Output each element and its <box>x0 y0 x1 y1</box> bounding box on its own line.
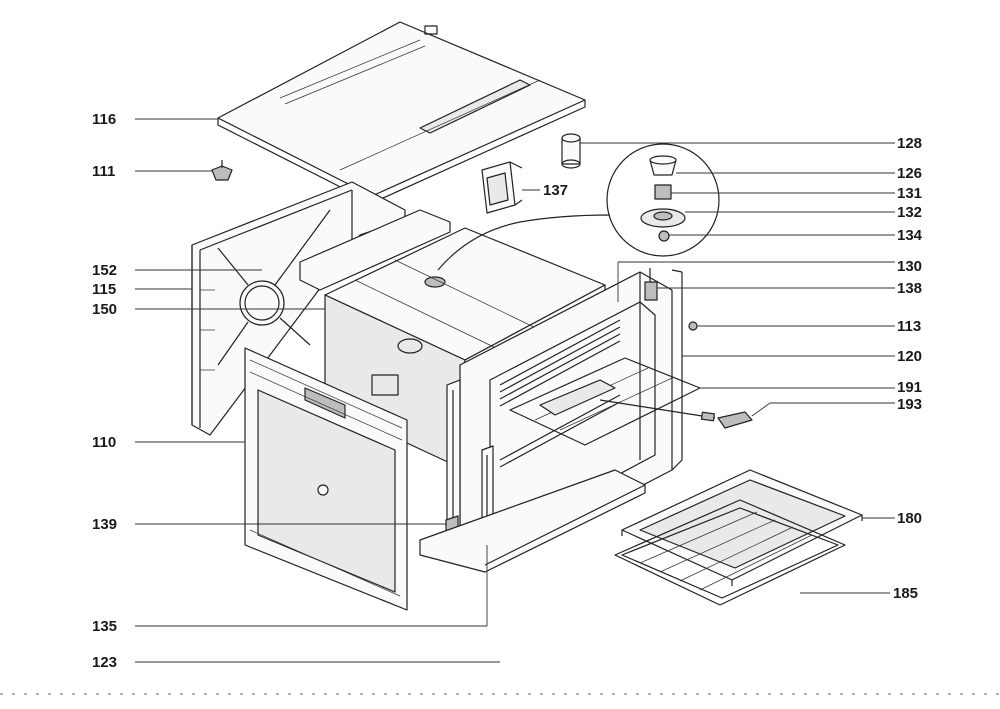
screw <box>688 321 698 331</box>
left-side-rail <box>445 379 461 546</box>
side-rail-rod <box>599 399 753 429</box>
label-110: 110 <box>92 434 116 451</box>
bottom-floor <box>419 469 646 573</box>
label-150: 150 <box>92 301 117 318</box>
label-137: 137 <box>543 182 568 199</box>
label-139: 139 <box>92 516 117 533</box>
lamp-assembly-detail <box>437 143 720 271</box>
label-152: 152 <box>92 262 117 279</box>
label-123: 123 <box>92 654 117 671</box>
label-185: 185 <box>893 585 918 602</box>
label-134: 134 <box>897 227 923 244</box>
leader-lines <box>135 118 895 663</box>
small-clip <box>211 160 233 181</box>
label-131: 131 <box>897 185 922 202</box>
label-126: 126 <box>897 165 922 182</box>
label-130: 130 <box>897 258 922 275</box>
label-111: 111 <box>92 163 115 180</box>
label-132: 132 <box>897 204 922 221</box>
label-120: 120 <box>897 348 922 365</box>
label-180: 180 <box>897 510 922 527</box>
oven-door <box>244 347 408 611</box>
label-113: 113 <box>897 318 921 335</box>
label-193: 193 <box>897 396 922 413</box>
baking-tray <box>621 469 863 586</box>
label-115: 115 <box>92 281 116 298</box>
grid-rack <box>614 499 846 606</box>
cylinder-part <box>561 133 581 169</box>
label-191: 191 <box>897 379 922 396</box>
top-cover-panel <box>217 21 586 204</box>
label-116: 116 <box>92 111 116 128</box>
label-138: 138 <box>897 280 922 297</box>
part-number-labels: 116 111 152 115 150 110 139 135 123 128 … <box>92 111 923 671</box>
label-128: 128 <box>897 135 922 152</box>
hinge-bracket <box>481 161 523 214</box>
label-135: 135 <box>92 618 117 635</box>
